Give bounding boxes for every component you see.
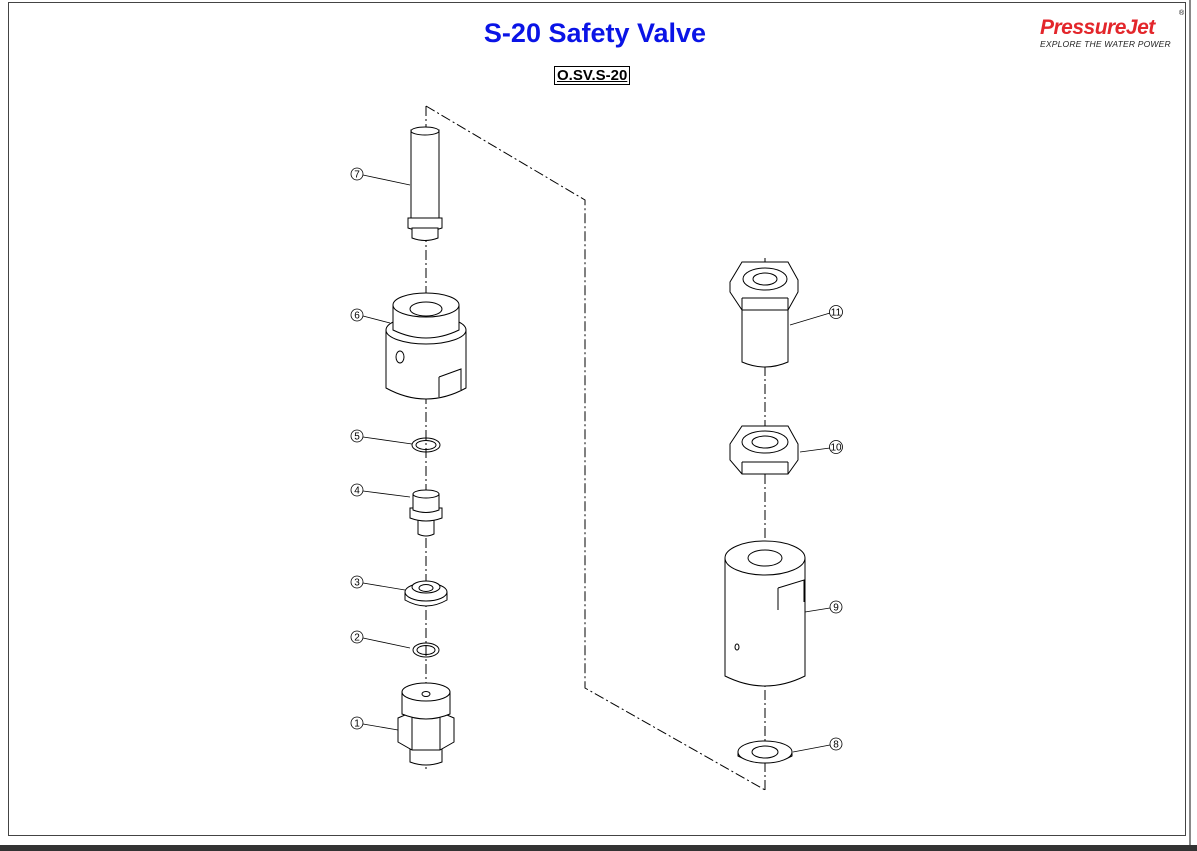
callout-label: 4 [354,486,360,497]
part-code: O.SV.S-20 [554,66,631,85]
callout-1: 1 [350,716,399,731]
callout-6: 6 [350,308,391,324]
callout-label: 2 [354,633,360,644]
logo-registered: ® [1179,10,1185,17]
viewer-edge [1189,0,1191,845]
callout-5: 5 [350,429,413,445]
drawing-frame [8,2,1186,836]
callout-label: 3 [354,578,360,589]
brand-logo: PressureJet EXPLORE THE WATER POWER ® [1040,10,1185,49]
part-7-stem [407,126,443,241]
page-title: S-20 Safety Valve [483,18,707,48]
part-2-o-ring [412,642,440,658]
part-1-nipple [397,682,455,766]
callout-label: 6 [354,311,360,322]
part-3-seat [404,580,448,607]
callout-label: 7 [354,170,360,181]
part-9-housing [724,540,806,687]
part-11-bolt [729,261,799,368]
callout-label: 9 [833,603,839,614]
callout-7: 7 [350,167,411,186]
callout-label: 5 [354,432,360,443]
center-lines [425,105,766,791]
callout-4: 4 [350,483,411,498]
callout-2: 2 [350,630,411,649]
callout-8: 8 [792,737,843,753]
part-6-body [385,292,467,400]
callout-label: 11 [831,308,842,319]
part-10-nut [729,425,799,475]
viewer-bottom-bar [0,845,1197,851]
logo-brand: PressureJet [1040,16,1155,39]
part-8-washer [737,740,793,764]
callout-11: 11 [789,305,843,326]
part-5-o-ring [411,437,441,453]
callout-label: 10 [830,443,842,454]
callouts: 7 6 5 4 3 2 1 11 10 9 8 [350,167,843,753]
callout-9: 9 [804,600,843,614]
callout-label: 1 [354,719,360,730]
callout-3: 3 [350,575,406,591]
part-4-piston [409,489,443,537]
callout-label: 8 [833,740,839,751]
callout-10: 10 [799,440,843,454]
logo-tagline: EXPLORE THE WATER POWER [1040,39,1171,49]
